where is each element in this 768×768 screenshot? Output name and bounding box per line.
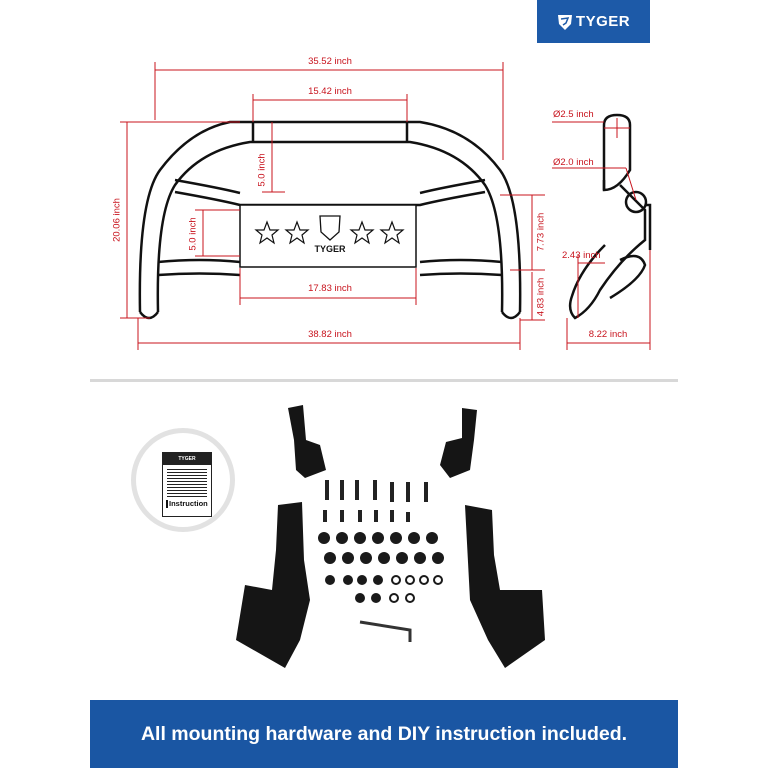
instruction-header: TYGER <box>163 453 211 465</box>
lower-left-bracket <box>236 502 310 668</box>
dim-upper-height: 7.73 inch <box>535 212 547 252</box>
plate-shield-icon <box>319 215 341 241</box>
dim-depth: 8.22 inch <box>588 329 628 340</box>
bull-bar-front-outline <box>138 120 522 320</box>
instruction-label: Instruction <box>166 500 211 508</box>
upper-right-bracket <box>440 408 477 478</box>
instruction-document-icon: TYGER Instruction <box>162 452 212 517</box>
dim-lower-height: 4.83 inch <box>535 277 547 317</box>
brand-logo: TYGER <box>537 0 650 43</box>
banner-text: All mounting hardware and DIY instructio… <box>140 722 628 745</box>
dim-top-center-width: 15.42 inch <box>308 86 352 97</box>
license-plate <box>239 204 417 268</box>
plate-text: TYGER <box>314 244 346 254</box>
dim-overall-bottom-width: 38.82 inch <box>308 329 352 340</box>
instruction-text-lines <box>167 469 207 497</box>
dim-offset: 2.43 inch <box>562 250 601 261</box>
section-divider <box>90 379 678 382</box>
dim-side-drop: 5.0 inch <box>187 217 199 251</box>
upper-left-bracket <box>288 405 326 478</box>
dim-top-tube-diameter: Ø2.5 inch <box>553 109 594 120</box>
dim-cross-tube-diameter: Ø2.0 inch <box>553 157 594 168</box>
brand-logo-text: TYGER <box>575 13 631 30</box>
lower-right-bracket <box>465 505 545 668</box>
mounting-brackets <box>236 405 545 668</box>
info-banner: All mounting hardware and DIY instructio… <box>90 700 678 768</box>
star-icons <box>254 220 405 245</box>
allen-key <box>359 620 412 642</box>
bolts <box>323 480 428 522</box>
washers <box>318 532 444 603</box>
bull-bar-side-outline <box>568 113 652 320</box>
dim-overall-top-width: 35.52 inch <box>308 56 352 67</box>
dim-overall-height: 20.06 inch <box>111 198 123 242</box>
dim-plate-width: 17.83 inch <box>308 283 352 294</box>
shield-tiger-icon <box>557 14 572 30</box>
dimension-lines <box>120 62 651 350</box>
dim-upper-drop: 5.0 inch <box>256 153 268 187</box>
dimension-drawing: TYGER <box>120 62 652 350</box>
